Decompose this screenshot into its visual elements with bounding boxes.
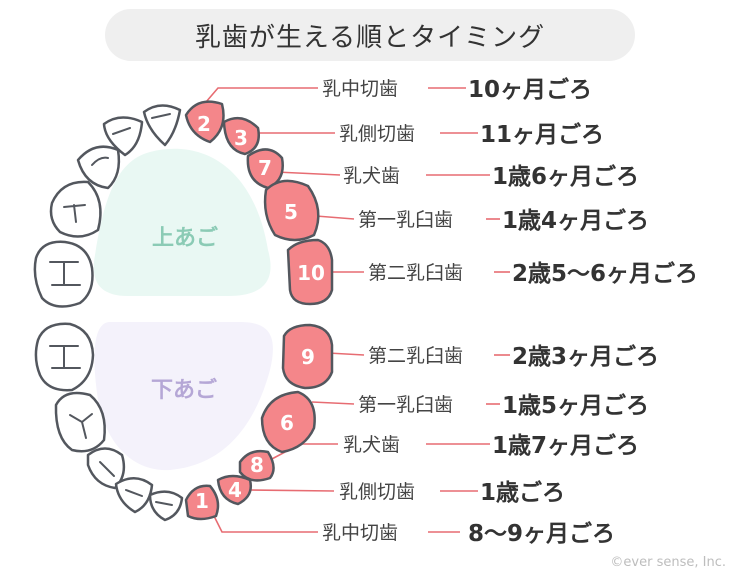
- tooth-groove: [63, 204, 86, 223]
- eruption-time-label: 10ヶ月ごろ: [468, 76, 592, 103]
- tooth-name-label: 第一乳臼歯: [358, 209, 453, 231]
- leader-line: [247, 489, 335, 492]
- upper-jaw-area: [93, 148, 271, 296]
- tooth-name-label: 乳犬歯: [343, 434, 400, 456]
- title-banner: 乳歯が生える順とタイミング: [105, 9, 635, 61]
- tooth-groove: [112, 127, 131, 135]
- eruption-time-label: 2歳3ヶ月ごろ: [512, 343, 659, 370]
- eruption-time-label: 11ヶ月ごろ: [480, 121, 604, 148]
- tooth-upper-left-lateral: [102, 116, 144, 157]
- tooth-name-label: 第二乳臼歯: [368, 345, 463, 367]
- tooth-name-label: 乳中切歯: [322, 78, 398, 100]
- tooth-lower-left-lateral: [114, 477, 154, 514]
- leader-line: [205, 87, 318, 103]
- leader-line: [327, 352, 365, 356]
- leader-line: [211, 511, 318, 533]
- tooth-number: 9: [301, 345, 315, 369]
- eruption-time-label: 1歳4ヶ月ごろ: [502, 207, 649, 234]
- tooth-lower-central-incisor: [184, 484, 220, 521]
- tooth-groove: [125, 489, 143, 497]
- tooth-name-label: 第二乳臼歯: [368, 262, 463, 284]
- tooth-groove: [69, 413, 93, 439]
- copyright-notice: ©ever sense, Inc.: [610, 555, 726, 570]
- tooth-name-label: 乳側切歯: [339, 123, 415, 145]
- eruption-time-label: 1歳5ヶ月ごろ: [502, 392, 649, 419]
- tooth-name-label: 乳側切歯: [339, 481, 415, 503]
- tooth-number: 6: [280, 411, 294, 435]
- eruption-time-label: 1歳6ヶ月ごろ: [492, 163, 639, 190]
- tooth-groove: [49, 261, 81, 286]
- tooth-number: 1: [195, 489, 209, 513]
- tooth-upper-second-molar: [286, 238, 334, 306]
- tooth-upper-first-molar: [263, 179, 320, 242]
- tooth-lower-lateral-incisor: [216, 474, 252, 506]
- tooth-groove: [155, 501, 173, 506]
- upper-jaw-label: 上あご: [152, 225, 218, 251]
- tooth-number: 2: [197, 112, 211, 136]
- leader-lines: [205, 87, 510, 533]
- tooth-groove: [91, 156, 109, 166]
- eruption-time-label: 1歳7ヶ月ごろ: [492, 432, 639, 459]
- tooth-upper-canine: [246, 148, 284, 190]
- eruption-time-label: 2歳5〜6ヶ月ごろ: [512, 260, 698, 287]
- lower-jaw-label: 下あご: [151, 377, 217, 403]
- tooth-number: 8: [250, 453, 264, 477]
- leader-line: [315, 215, 355, 220]
- tooth-lower-second-molar: [281, 323, 334, 390]
- tooth-groove: [99, 461, 115, 477]
- lower-jaw-area: [94, 322, 273, 471]
- tooth-name-label: 乳中切歯: [322, 522, 398, 544]
- tooth-upper-central-incisor: [184, 100, 225, 144]
- tooth-upper-lateral-incisor: [222, 116, 260, 156]
- tooth-number: 3: [234, 126, 248, 150]
- tooth-lower-left-central: [148, 490, 184, 522]
- tooth-upper-left-canine: [76, 145, 121, 190]
- tooth-name-label: 第一乳臼歯: [358, 394, 453, 416]
- tooth-number: 10: [297, 261, 325, 285]
- tooth-number: 7: [258, 156, 272, 180]
- tooth-upper-left-first-molar: [49, 180, 102, 238]
- leader-line: [275, 171, 341, 176]
- eruption-time-label: 1歳ごろ: [480, 479, 565, 506]
- leader-line: [311, 401, 355, 405]
- tooth-groove: [151, 113, 171, 119]
- tooth-number: 4: [228, 478, 242, 502]
- tooth-number: 5: [284, 200, 298, 224]
- tooth-upper-left-central: [142, 104, 182, 147]
- tooth-groove: [49, 345, 81, 369]
- tooth-name-label: 乳犬歯: [343, 165, 400, 187]
- eruption-time-label: 8〜9ヶ月ごろ: [468, 520, 615, 547]
- page-title: 乳歯が生える順とタイミング: [194, 22, 546, 53]
- tooth-lower-first-molar: [260, 390, 316, 454]
